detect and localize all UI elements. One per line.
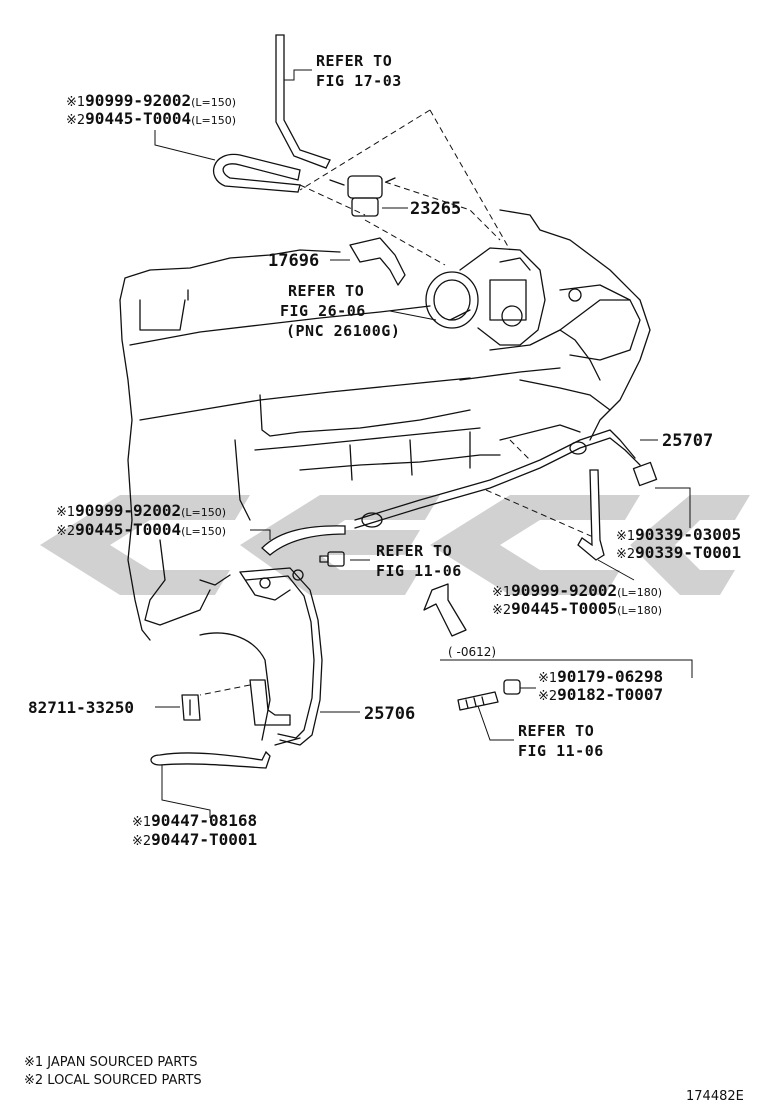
mid-hose-option2: ※290445-T0004(L=150) bbox=[56, 520, 226, 539]
clamp-82711 bbox=[181, 694, 201, 721]
top-hose-option1: ※190999-92002(L=150) bbox=[66, 91, 236, 110]
bottom-hose-option2: ※290447-T0001 bbox=[132, 830, 257, 849]
refer-to-fig-26-06-line2: FIG 26-06 bbox=[280, 302, 366, 320]
figure-number: 174482E bbox=[686, 1089, 744, 1104]
bolt bbox=[319, 551, 345, 567]
refer-to-fig-11-06-line2: FIG 11-06 bbox=[376, 562, 462, 580]
part-number-25707: 25707 bbox=[662, 431, 713, 451]
part-number-82711-33250: 82711-33250 bbox=[28, 698, 134, 717]
pipe-25707 bbox=[354, 424, 658, 529]
watermark-logo bbox=[40, 495, 750, 595]
low-hose-option2: ※290445-T0005(L=180) bbox=[492, 599, 662, 618]
refer-to-fig-17-03-line1: REFER TO bbox=[316, 52, 392, 70]
mid-hose-option1: ※190999-92002(L=150) bbox=[56, 501, 226, 520]
refer-to-fig-11-06b-line2: FIG 11-06 bbox=[518, 742, 604, 760]
leader-lines bbox=[154, 69, 691, 818]
hose-middle-left bbox=[261, 525, 346, 556]
refer-to-fig-17-03-line2: FIG 17-03 bbox=[316, 72, 402, 90]
throttle-body bbox=[425, 247, 641, 361]
nut-option2: ※290182-T0007 bbox=[538, 685, 663, 704]
vsv-valve-23265 bbox=[329, 175, 396, 217]
date-range: ( -0612) bbox=[448, 645, 496, 659]
hose-bottom bbox=[150, 750, 271, 769]
refer-to-fig-26-06-line3: (PNC 26100G) bbox=[286, 322, 400, 340]
low-hose-option1: ※190999-92002(L=180) bbox=[492, 581, 662, 600]
refer-to-fig-11-06b-line1: REFER TO bbox=[518, 722, 594, 740]
top-hose-assembly bbox=[213, 34, 331, 193]
refer-to-fig-11-06-line1: REFER TO bbox=[376, 542, 452, 560]
bracket-17696 bbox=[349, 237, 406, 286]
hose-right-lower bbox=[577, 469, 605, 561]
right-part-option2: ※290339-T0001 bbox=[616, 543, 741, 562]
direction-arrow bbox=[423, 583, 467, 637]
stud-and-nut bbox=[457, 679, 521, 711]
legend-line-2: ※2 LOCAL SOURCED PARTS bbox=[24, 1073, 202, 1088]
refer-to-fig-26-06-line1: REFER TO bbox=[288, 282, 364, 300]
part-number-17696: 17696 bbox=[268, 251, 319, 271]
nut-option1: ※190179-06298 bbox=[538, 667, 663, 686]
top-hose-option2: ※290445-T0004(L=150) bbox=[66, 109, 236, 128]
pipe-25706 bbox=[239, 567, 323, 746]
nut-bracket-line bbox=[442, 659, 693, 678]
part-number-23265: 23265 bbox=[410, 199, 461, 219]
legend-line-1: ※1 JAPAN SOURCED PARTS bbox=[24, 1055, 198, 1070]
bottom-hose-option1: ※190447-08168 bbox=[132, 811, 257, 830]
housing-outline bbox=[199, 574, 271, 741]
engine-block bbox=[119, 209, 651, 641]
right-part-option1: ※190339-03005 bbox=[616, 525, 741, 544]
part-number-25706: 25706 bbox=[364, 704, 415, 724]
